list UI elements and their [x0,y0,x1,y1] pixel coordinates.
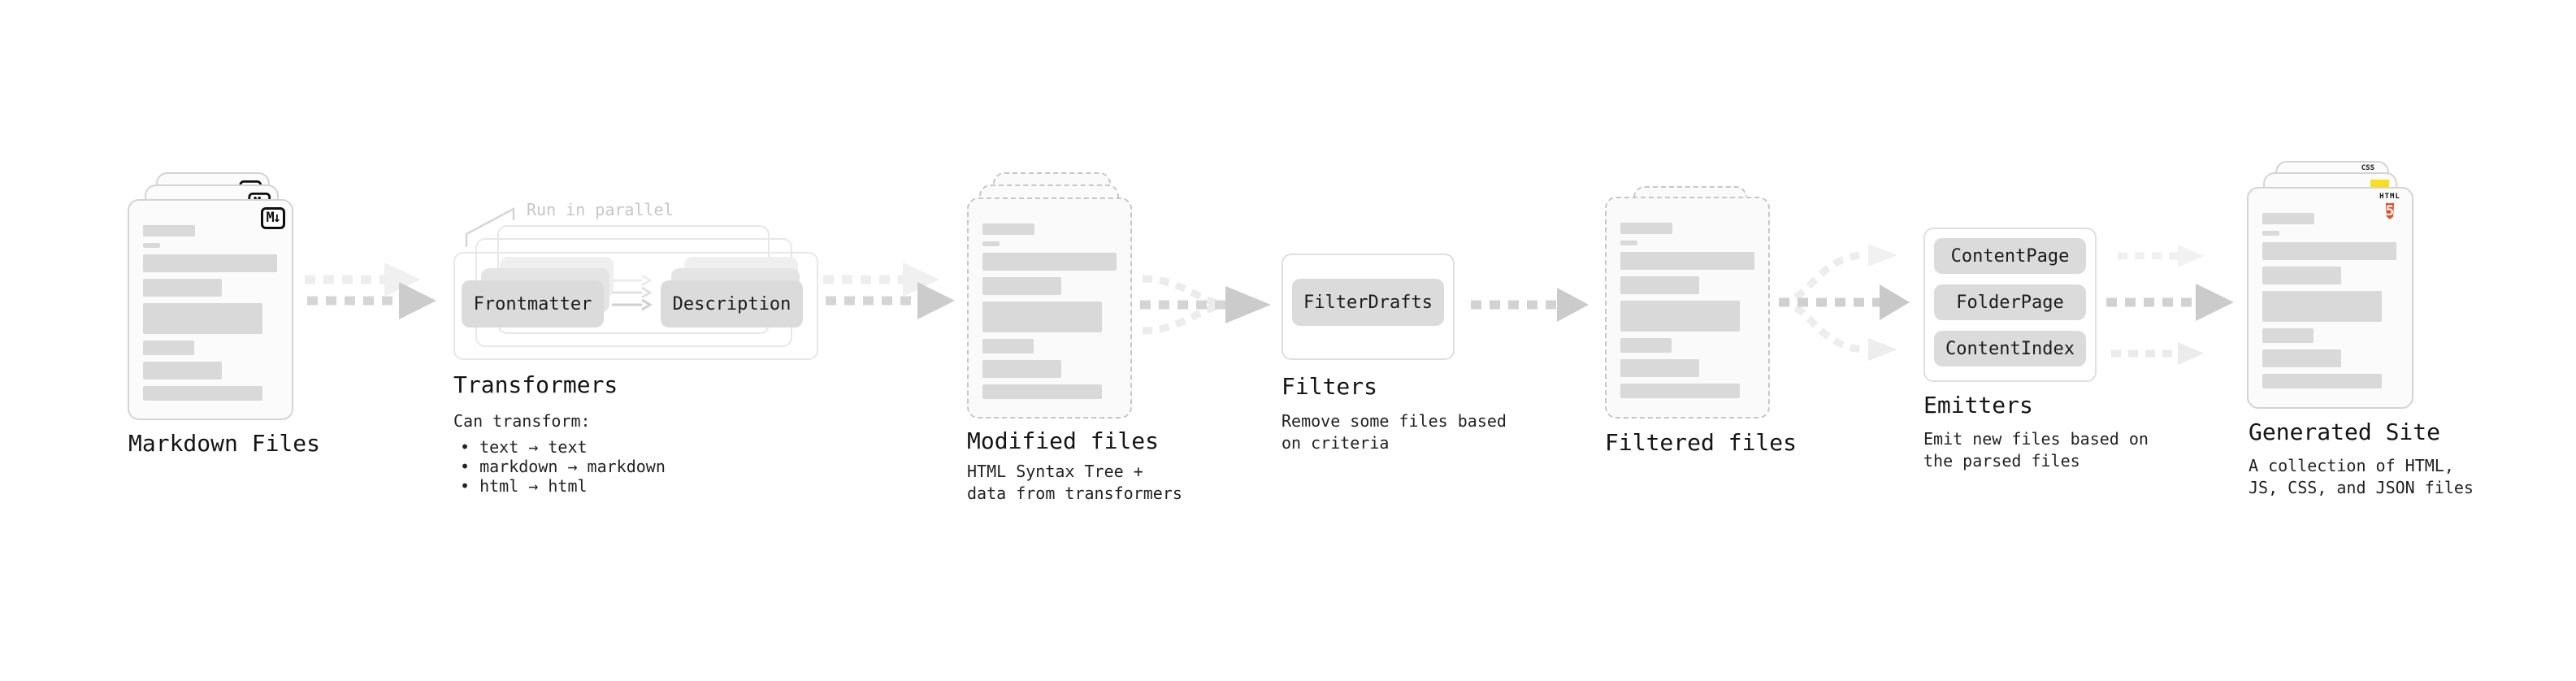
flow-arrow-markdown-to-transformers [305,262,436,319]
annotation-connector-line [465,206,515,247]
css-badge-icon: CSS [2361,165,2374,172]
transformer-chip-description: Description [661,280,803,327]
emitter-chip-contentpage: ContentPage [1934,238,2086,274]
stage-label-emitters: Emitters [1923,392,2033,419]
stage-label-modified-files: Modified files [967,427,1160,454]
stage-label-markdown-files: Markdown Files [128,430,321,457]
flow-arrow-modified-to-filters [1140,275,1271,335]
markdown-icon: M↓ [260,207,285,229]
parallel-arrows-icon [612,275,653,311]
transformer-group-outline-front [453,252,818,360]
list-item: • text → text [460,437,588,457]
generated-site-description: A collection of HTML, JS, CSS, and JSON … [2249,456,2474,497]
emitter-chip-folderpage: FolderPage [1934,284,2086,320]
stage-label-filters: Filters [1281,373,1378,400]
flow-arrow-emitters-to-generated [2106,245,2234,365]
flow-arrow-filters-to-filtered [1471,288,1589,322]
modified-files-description: HTML Syntax Tree + data from transformer… [967,462,1182,503]
javascript-badge-icon [2370,180,2389,189]
html5-logo-icon: HTML 5 [2378,193,2402,223]
transformers-description-title: Can transform: [453,411,591,431]
doc-text-placeholder [969,199,1130,399]
filters-description: Remove some files based on criteria [1281,411,1507,453]
stage-label-generated-site: Generated Site [2249,419,2441,445]
filtered-file-card-front [1605,197,1770,419]
stage-label-transformers: Transformers [453,371,618,398]
run-in-parallel-annotation: Run in parallel [527,200,674,219]
stage-label-filtered-files: Filtered files [1605,429,1798,456]
css-badge-label: CSS [2361,164,2374,172]
list-item: • html → html [460,476,588,496]
html5-shield: 5 [2385,203,2395,219]
transformer-chip-frontmatter: Frontmatter [462,280,604,327]
modified-file-card-front [967,197,1132,419]
generated-file-card-html: HTML 5 [2247,187,2413,409]
emitters-description: Emit new files based on the parsed files [1923,429,2149,471]
doc-text-placeholder [129,201,292,401]
filter-chip-filterdrafts: FilterDrafts [1292,279,1444,326]
html5-logo-label: HTML [2379,193,2400,201]
doc-text-placeholder [1607,198,1768,398]
flow-arrow-transformers-to-modified [823,262,955,319]
doc-text-placeholder [2249,189,2412,388]
emitter-chip-contentindex: ContentIndex [1934,331,2086,367]
list-item: • markdown → markdown [460,457,666,476]
flow-arrow-filtered-to-emitters [1779,244,1910,361]
transformers-capability-list: • text → text • markdown → markdown • ht… [460,437,666,496]
markdown-file-card-front: M↓ [128,199,293,420]
